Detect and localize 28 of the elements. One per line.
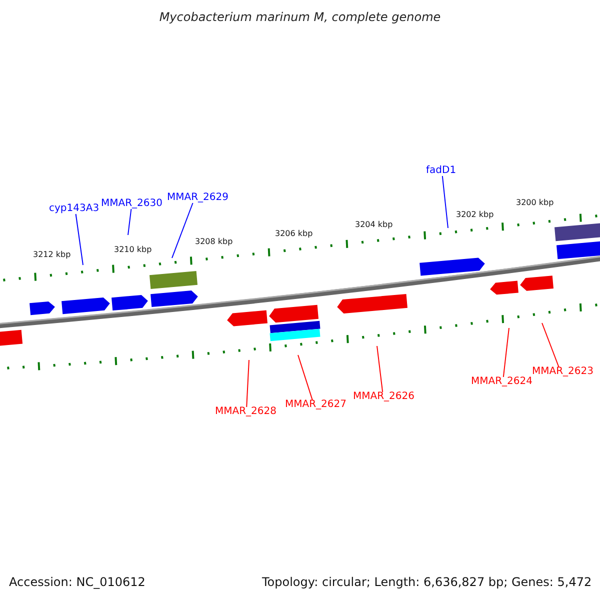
leader-line	[298, 354, 313, 400]
tick-label: 3202 kbp	[456, 211, 494, 219]
genome-info-note: Topology: circular; Length: 6,636,827 bp; Genes: 5,472	[262, 576, 592, 588]
gene-label: MMAR_2627	[285, 400, 346, 410]
gene-label: MMAR_2628	[215, 407, 276, 417]
gene-label: fadD1	[426, 166, 456, 176]
gene-label: MMAR_2626	[353, 392, 414, 402]
leader-line	[75, 214, 84, 266]
tick-label: 3212 kbp	[33, 251, 71, 259]
accession-note: Accession: NC_010612	[9, 576, 146, 588]
map-title: Mycobacterium marinum M, complete genome	[158, 11, 442, 23]
tick-label: 3204 kbp	[355, 221, 393, 229]
gene-label: MMAR_2629	[167, 193, 228, 203]
gene-label: MMAR_2624	[471, 377, 532, 387]
leader-line	[128, 208, 132, 236]
tick-label: 3208 kbp	[195, 238, 233, 246]
tick-label: 3206 kbp	[275, 230, 313, 238]
leader-line	[542, 322, 560, 368]
leader-line	[172, 202, 194, 258]
tick-label: 3200 kbp	[516, 199, 554, 207]
tick-label: 3210 kbp	[114, 246, 152, 254]
leader-line	[376, 346, 384, 392]
gene-label: MMAR_2630	[101, 199, 162, 209]
leader-line	[246, 360, 250, 408]
gene-label: MMAR_2623	[532, 367, 594, 377]
leader-line	[502, 328, 510, 378]
leader-line	[442, 176, 448, 228]
gene-label: cyp143A3	[49, 204, 100, 214]
